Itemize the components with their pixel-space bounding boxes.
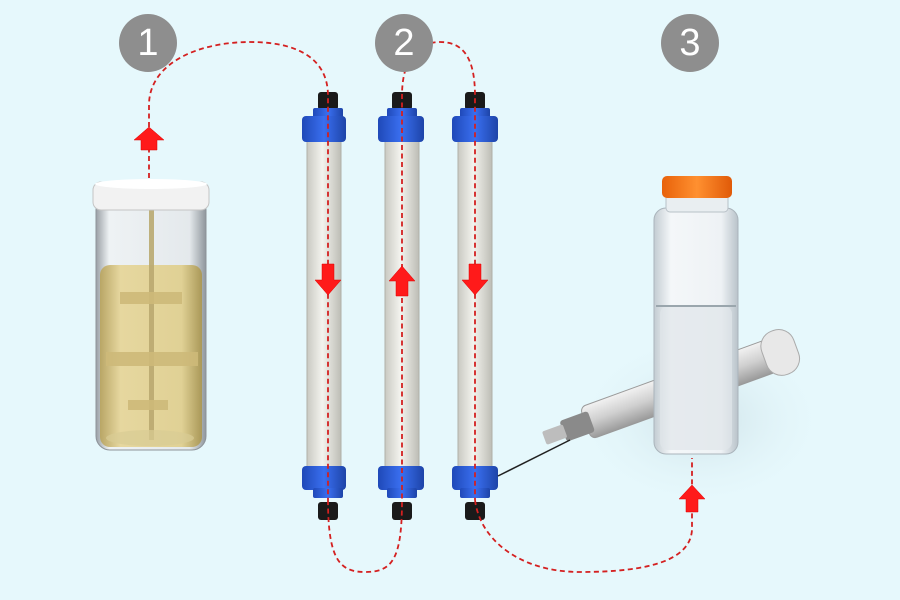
arrow-down-icon [314, 263, 342, 296]
step-badge-1: 1 [119, 14, 177, 72]
step-number: 3 [679, 21, 701, 64]
step-badge-3: 3 [661, 14, 719, 72]
arrow-up-icon [678, 484, 706, 513]
arrow-up-icon [133, 126, 165, 151]
collection-bottle-with-syringe [497, 176, 830, 510]
chromatography-column-2 [378, 92, 424, 520]
step-number: 2 [393, 21, 415, 64]
arrow-down-icon [461, 263, 489, 296]
flow-arrows [133, 126, 706, 513]
bioreactor-vessel [92, 179, 210, 451]
step-badge-2: 2 [375, 14, 433, 72]
chromatography-column-1 [302, 92, 346, 520]
step-number: 1 [137, 21, 159, 64]
arrow-up-icon [388, 265, 416, 297]
flow-path [148, 41, 693, 573]
syringe-needle [497, 439, 571, 477]
